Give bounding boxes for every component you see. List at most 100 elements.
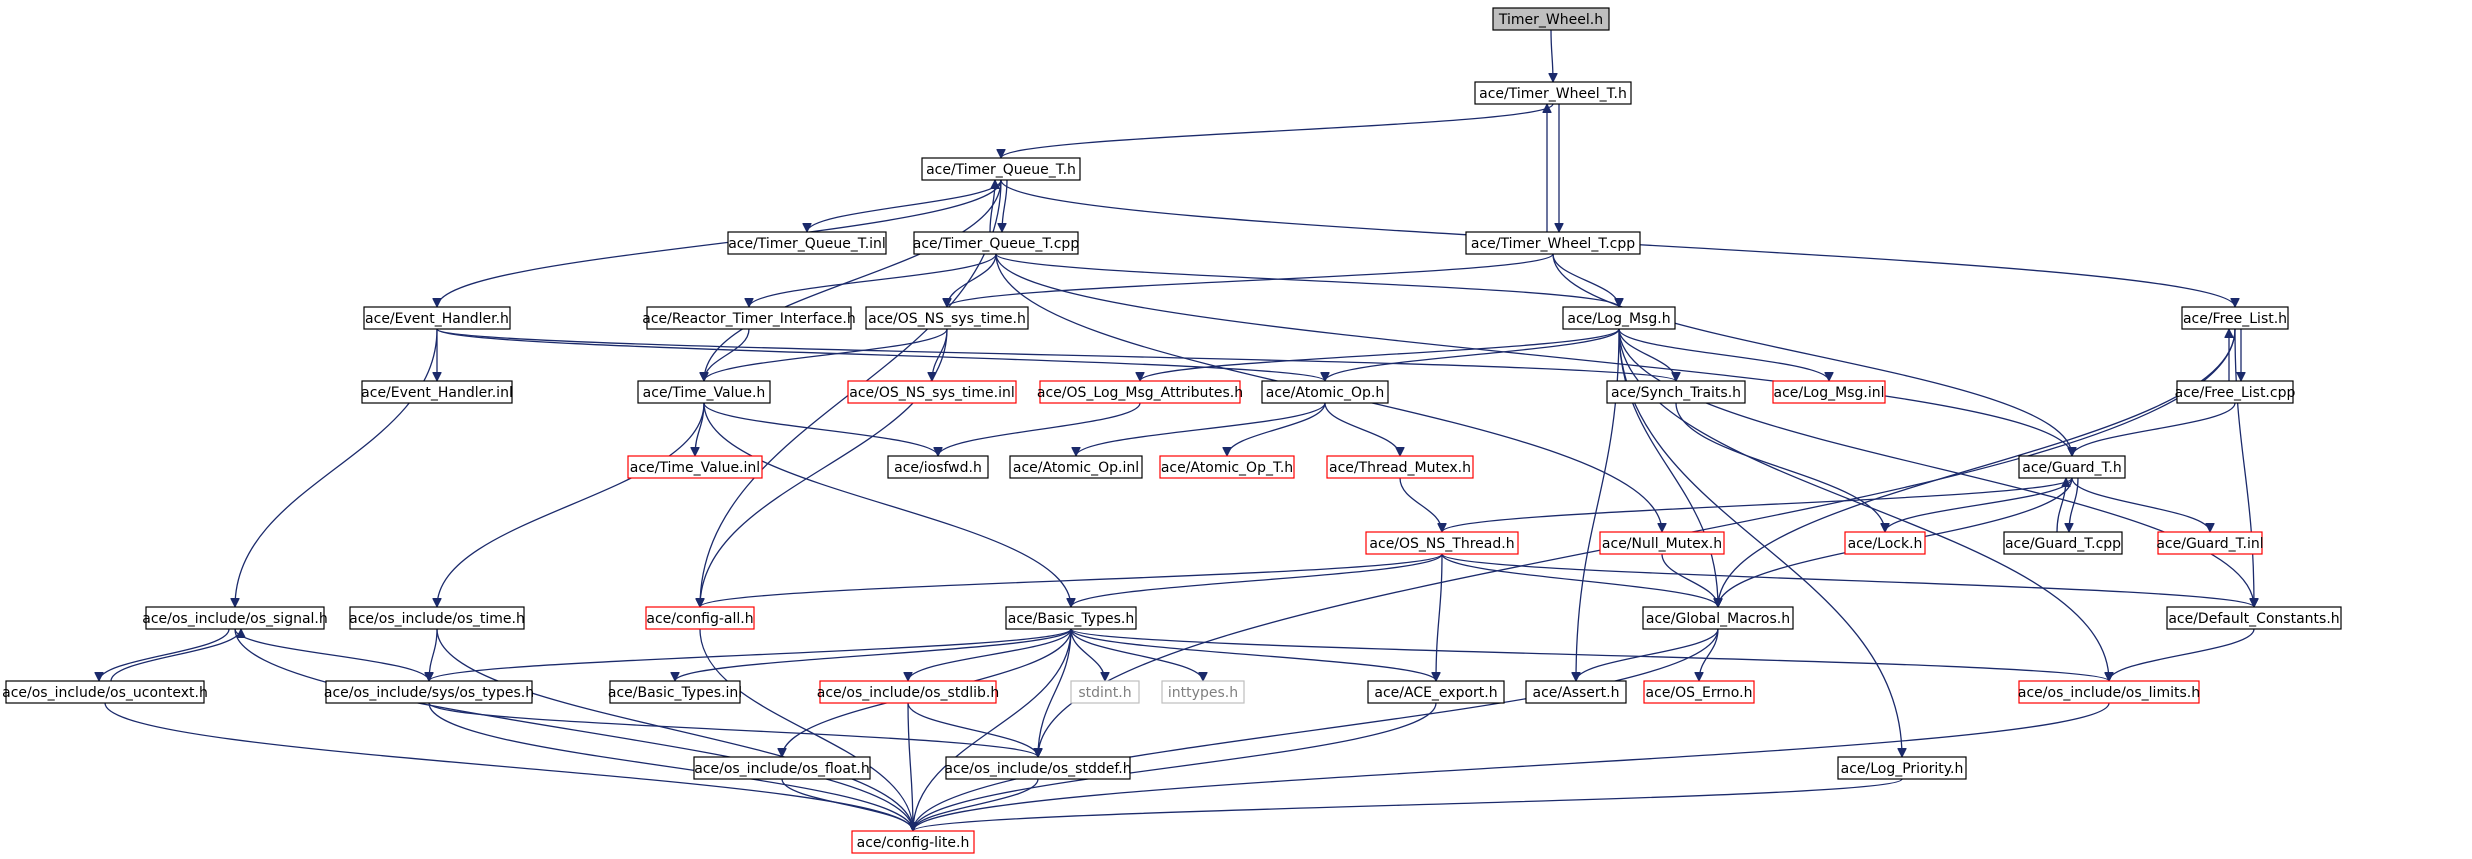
- node-free-list-h[interactable]: ace/Free_List.h: [2181, 306, 2289, 330]
- edge-os_log_msg_attributes-to-iosfwd_h: [938, 402, 1141, 457]
- edge-log_msg_h-to-log_msg_inl: [1618, 328, 1829, 382]
- node-box: [693, 756, 871, 780]
- node-default-constants-h[interactable]: ace/Default_Constants.h: [2166, 606, 2342, 630]
- node-box: [1642, 606, 1794, 630]
- edge-os_ns_thread_h-to-ace_export_h: [1436, 553, 1443, 681]
- node-stdint-h[interactable]: stdint.h: [1070, 680, 1140, 704]
- node-timer-wheel[interactable]: Timer_Wheel.h: [1492, 7, 1610, 31]
- edge-log_msg_h-to-synch_traits_h: [1618, 328, 1676, 382]
- edge-time_value_h-to-os_time_h: [437, 402, 705, 607]
- edge-basic_types_h-to-ace_export_h: [1070, 628, 1436, 682]
- node-os-log-msg-attributes[interactable]: ace/OS_Log_Msg_Attributes.h: [1037, 380, 1243, 404]
- node-os-stdlib-h[interactable]: ace/os_include/os_stdlib.h: [817, 680, 999, 704]
- edge-log_msg_h-to-global_macros_h: [1618, 328, 1718, 607]
- node-iosfwd-h[interactable]: ace/iosfwd.h: [887, 455, 989, 479]
- node-box: [349, 606, 525, 630]
- edge-free_list_h-to-default_constants_h: [2234, 328, 2254, 607]
- edge-os_signal_h-to-sys_types_h: [234, 628, 429, 682]
- node-box: [361, 380, 513, 404]
- node-label: ace/Free_List.cpp: [2175, 385, 2296, 401]
- node-label: ace/os_include/os_stdlib.h: [817, 685, 999, 701]
- edge-free_list_h-to-global_macros_h: [1718, 328, 2236, 607]
- node-atomic-op-inl[interactable]: ace/Atomic_Op.inl: [1009, 455, 1143, 479]
- node-guard-t-cpp[interactable]: ace/Guard_T.cpp: [2003, 531, 2123, 555]
- edge-global_macros_h-to-assert_h: [1576, 628, 1719, 682]
- node-thread-mutex-h[interactable]: ace/Thread_Mutex.h: [1326, 455, 1474, 479]
- edge-event_handler_h-to-atomic_op_h: [436, 328, 1325, 382]
- node-os-stddef-h[interactable]: ace/os_include/os_stddef.h: [944, 756, 1132, 780]
- node-box: [865, 306, 1029, 330]
- node-os-float-h[interactable]: ace/os_include/os_float.h: [693, 756, 871, 780]
- edge-basic_types_h-to-os_stddef_h: [1038, 628, 1072, 757]
- node-timer-wheel-t-h[interactable]: ace/Timer_Wheel_T.h: [1474, 81, 1632, 105]
- node-label: ace/Guard_T.inl: [2156, 536, 2263, 552]
- node-event-handler-h[interactable]: ace/Event_Handler.h: [363, 306, 511, 330]
- edge-os_ns_thread_h-to-global_macros_h: [1441, 553, 1718, 608]
- node-os-signal-h[interactable]: ace/os_include/os_signal.h: [142, 606, 328, 630]
- node-os-ucontext-h[interactable]: ace/os_include/os_ucontext.h: [2, 680, 208, 704]
- edge-default_constants_h-to-os_limits_h: [2109, 628, 2255, 682]
- node-guard-t-inl[interactable]: ace/Guard_T.inl: [2156, 531, 2264, 555]
- node-label: ace/Thread_Mutex.h: [1329, 460, 1471, 476]
- node-label: ace/iosfwd.h: [894, 460, 982, 476]
- edge-os_ns_thread_h-to-basic_types_h: [1071, 553, 1443, 608]
- node-box: [609, 680, 741, 704]
- node-timer-queue-t-h[interactable]: ace/Timer_Queue_T.h: [921, 157, 1081, 181]
- node-atomic-op-t-h[interactable]: ace/Atomic_Op_T.h: [1159, 455, 1295, 479]
- node-os-limits-h[interactable]: ace/os_include/os_limits.h: [2018, 680, 2200, 704]
- node-os-errno-h[interactable]: ace/OS_Errno.h: [1643, 680, 1755, 704]
- node-atomic-op-h[interactable]: ace/Atomic_Op.h: [1261, 380, 1389, 404]
- edge-thread_mutex_h-to-os_ns_thread_h: [1399, 477, 1442, 533]
- node-basic-types-h[interactable]: ace/Basic_Types.h: [1005, 606, 1137, 630]
- node-config-lite-h[interactable]: ace/config-lite.h: [851, 830, 975, 854]
- node-label: ace/Synch_Traits.h: [1611, 385, 1741, 401]
- file-nodes: Timer_Wheel.h ace/Timer_Wheel_T.h ace/Time…: [2, 7, 2342, 854]
- node-free-list-cpp[interactable]: ace/Free_List.cpp: [2175, 380, 2296, 404]
- node-box: [363, 306, 511, 330]
- node-reactor-timer-interface[interactable]: ace/Reactor_Timer_Interface.h: [642, 306, 856, 330]
- node-null-mutex-h[interactable]: ace/Null_Mutex.h: [1599, 531, 1725, 555]
- node-timer-queue-t-inl[interactable]: ace/Timer_Queue_T.inl: [727, 231, 887, 255]
- node-sys-types-h[interactable]: ace/os_include/sys/os_types.h: [324, 680, 534, 704]
- node-log-msg-inl[interactable]: ace/Log_Msg.inl: [1772, 380, 1886, 404]
- node-assert-h[interactable]: ace/Assert.h: [1525, 680, 1627, 704]
- edge-basic_types_h-to-basic_types_inl: [675, 628, 1072, 682]
- node-label: ace/Timer_Queue_T.inl: [728, 236, 886, 252]
- node-os-ns-sys-time-inl[interactable]: ace/OS_NS_sys_time.inl: [847, 380, 1017, 404]
- edge-guard_t_h-to-os_ns_thread_h: [1442, 477, 2073, 533]
- node-box: [5, 680, 205, 704]
- node-time-value-h[interactable]: ace/Time_Value.h: [637, 380, 771, 404]
- node-global-macros-h[interactable]: ace/Global_Macros.h: [1642, 606, 1794, 630]
- node-basic-types-inl[interactable]: ace/Basic_Types.inl: [608, 680, 742, 704]
- node-box: [1525, 680, 1627, 704]
- node-synch-traits-h[interactable]: ace/Synch_Traits.h: [1606, 380, 1746, 404]
- node-timer-queue-t-cpp[interactable]: ace/Timer_Queue_T.cpp: [913, 231, 1080, 255]
- node-box: [145, 606, 325, 630]
- node-timer-wheel-t-cpp[interactable]: ace/Timer_Wheel_T.cpp: [1465, 231, 1641, 255]
- edge-timer_wheel_t_cpp-to-os_ns_sys_time_h: [947, 253, 1554, 308]
- node-label: ace/os_include/os_limits.h: [2018, 685, 2200, 701]
- edge-os_float_h-to-config_lite_h: [781, 778, 913, 832]
- node-label: ace/Time_Value.h: [643, 385, 766, 401]
- node-os-time-h[interactable]: ace/os_include/os_time.h: [349, 606, 525, 630]
- node-label: ace/os_include/os_ucontext.h: [2, 685, 208, 701]
- node-lock-h[interactable]: ace/Lock.h: [1844, 531, 1926, 555]
- node-label: ace/Log_Priority.h: [1841, 761, 1964, 777]
- node-os-ns-sys-time-h[interactable]: ace/OS_NS_sys_time.h: [865, 306, 1029, 330]
- node-config-all-h[interactable]: ace/config-all.h: [645, 606, 755, 630]
- node-inttypes-h[interactable]: inttypes.h: [1161, 680, 1245, 704]
- node-box: [913, 231, 1079, 255]
- node-log-msg-h[interactable]: ace/Log_Msg.h: [1562, 306, 1676, 330]
- node-event-handler-inl[interactable]: ace/Event_Handler.inl: [361, 380, 513, 404]
- node-box: [627, 455, 763, 479]
- node-time-value-inl[interactable]: ace/Time_Value.inl: [627, 455, 763, 479]
- node-box: [1643, 680, 1755, 704]
- edge-os_ucontext_h-to-os_signal_h: [110, 628, 241, 682]
- node-guard-t-h[interactable]: ace/Guard_T.h: [2018, 455, 2126, 479]
- node-box: [1599, 531, 1725, 555]
- node-log-priority-h[interactable]: ace/Log_Priority.h: [1837, 756, 1967, 780]
- node-os-ns-thread-h[interactable]: ace/OS_NS_Thread.h: [1365, 531, 1519, 555]
- node-label: ace/Atomic_Op.inl: [1013, 460, 1139, 476]
- node-box: [2018, 680, 2200, 704]
- node-ace-export-h[interactable]: ace/ACE_export.h: [1367, 680, 1505, 704]
